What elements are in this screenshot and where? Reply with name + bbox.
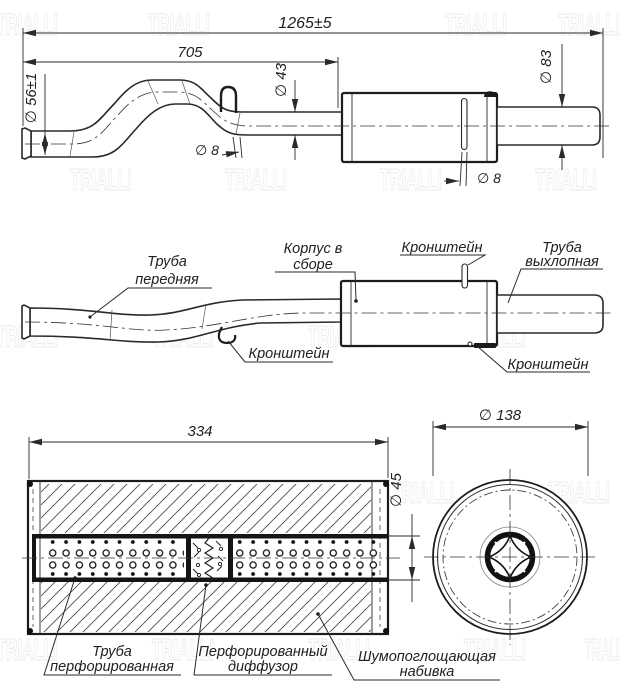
dimension-overall-length: 1265±5 [278,15,331,32]
label-front-pipe-line2: передняя [135,272,199,288]
watermark-logo: TRIALLI [148,7,210,42]
watermark-logo: TRIALLI [558,7,620,42]
end-view: ∅ 138 [424,407,598,645]
dimension-front-pipe-length: 705 [177,44,203,61]
dimension-body-diameter: ∅ 83 [538,49,555,84]
seam-nub [27,481,33,487]
seam-nub [27,628,33,634]
centerline [25,91,612,145]
middle-view-labeled: Труба передняя Корпус в сборе Кронштейн … [21,240,612,373]
top-view-dimensioned: 1265±5 705 ∅ 56±1 ∅ 43 [21,15,612,187]
leader-dot [316,612,320,616]
pin-bracket-rod [460,97,468,151]
watermark-logo: TRIALLI [152,632,214,667]
seam-nub [383,481,389,487]
leader-body [275,271,357,301]
dimension-shell-diameter: ∅ 138 [479,407,522,424]
bend-seam [181,80,191,105]
label-perforated-pipe-line1: Труба [92,644,132,660]
bracket-hole [467,341,473,347]
watermark-logo: TRIALLI [225,162,287,197]
leader-perforated-pipe [43,577,181,676]
watermark-logo: TRIALLI [380,162,442,197]
seam-nub [383,628,389,634]
centerline [24,312,612,331]
watermark-logo: TRIALLI [70,162,132,197]
label-perforated-pipe-line2: перфорированная [50,659,174,675]
leader-exhaust-pipe [507,268,603,304]
extension-line [465,151,468,187]
dimension-pin-rod: ∅ 8 [477,170,501,186]
dimension-pipe-diameter: ∅ 43 [273,62,290,97]
leader-front-pipe [89,287,212,318]
leader-dot [354,299,358,303]
front-pipe-outline [29,298,342,343]
leader-arrow [221,151,240,158]
tail-pipe [496,294,604,334]
dimension-perforated-pipe-diameter: ∅ 45 [388,472,405,507]
diffuser-hole [195,562,201,568]
leader-dot [88,315,92,319]
label-padding-line2: набивка [400,664,455,680]
watermark-logo: TRIALLI [535,162,597,197]
bend-seam [201,303,207,330]
label-exhaust-pipe-line1: Труба [542,240,582,256]
dimension-inlet-diameter: ∅ 56±1 [23,73,40,124]
bend-seam [147,80,159,105]
watermark-logo: TRIALLI [464,632,526,667]
diffuser-hole [196,572,202,578]
muffler-body-top-view [340,91,499,164]
diffuser-spring [203,537,215,582]
hanger-bracket-loop [219,85,238,113]
label-diffuser-line2: диффузор [228,659,298,675]
watermark-logo: TRIALLI [308,632,370,667]
label-bracket-right: Кронштейн [508,357,589,373]
leader-dot [73,576,77,580]
label-body-line2: сборе [293,257,333,273]
pin-bracket-rod [461,263,469,289]
hook-bracket [217,326,237,345]
leader-diffuser [193,584,332,676]
bend-seam [235,112,241,135]
dimension-bracket-rod: ∅ 8 [195,142,219,158]
extension-line [232,136,237,159]
label-body-line1: Корпус в [284,241,343,257]
extension-line [459,151,463,187]
leader-bracket-top [400,254,487,266]
body-bracket-edge [484,91,497,97]
padding-hatch-top [41,484,371,533]
watermark-logo: TRIALLI [0,7,58,42]
leader-bracket-right [476,345,590,373]
leader-dot [204,583,208,587]
muffler-body [339,279,499,348]
extension-line [239,136,243,159]
watermark-logo: TRIALLI [585,632,620,667]
label-bracket-left: Кронштейн [249,346,330,362]
leader-bracket-left [227,340,333,363]
padding-hatch-bottom [41,582,371,632]
diffuser-hole [196,547,202,553]
diffuser-hole [218,546,224,552]
inlet-flange-top-view [21,127,32,160]
watermark-logo: TRIALLI [445,7,507,42]
leader-padding [317,613,500,681]
bend-seam [109,309,113,342]
section-view-muffler: 334 [22,423,500,681]
watermark-logo: TRIALLI [392,475,454,510]
diffuser-perforation-ticks [192,540,224,575]
dimension-body-length: 334 [187,423,212,440]
perforated-pipe-wall-top [32,534,388,539]
label-padding-line1: Шумопоглощающая [358,649,496,665]
label-bracket-top: Кронштейн [402,240,483,256]
ring-highlight-ticks [494,541,526,573]
diffuser-hole [217,561,223,567]
label-exhaust-pipe-line2: выхлопная [525,254,599,270]
bottom-bracket [474,343,496,348]
label-front-pipe-line1: Труба [147,254,187,270]
label-diffuser-line1: Перфорированный [198,644,327,660]
